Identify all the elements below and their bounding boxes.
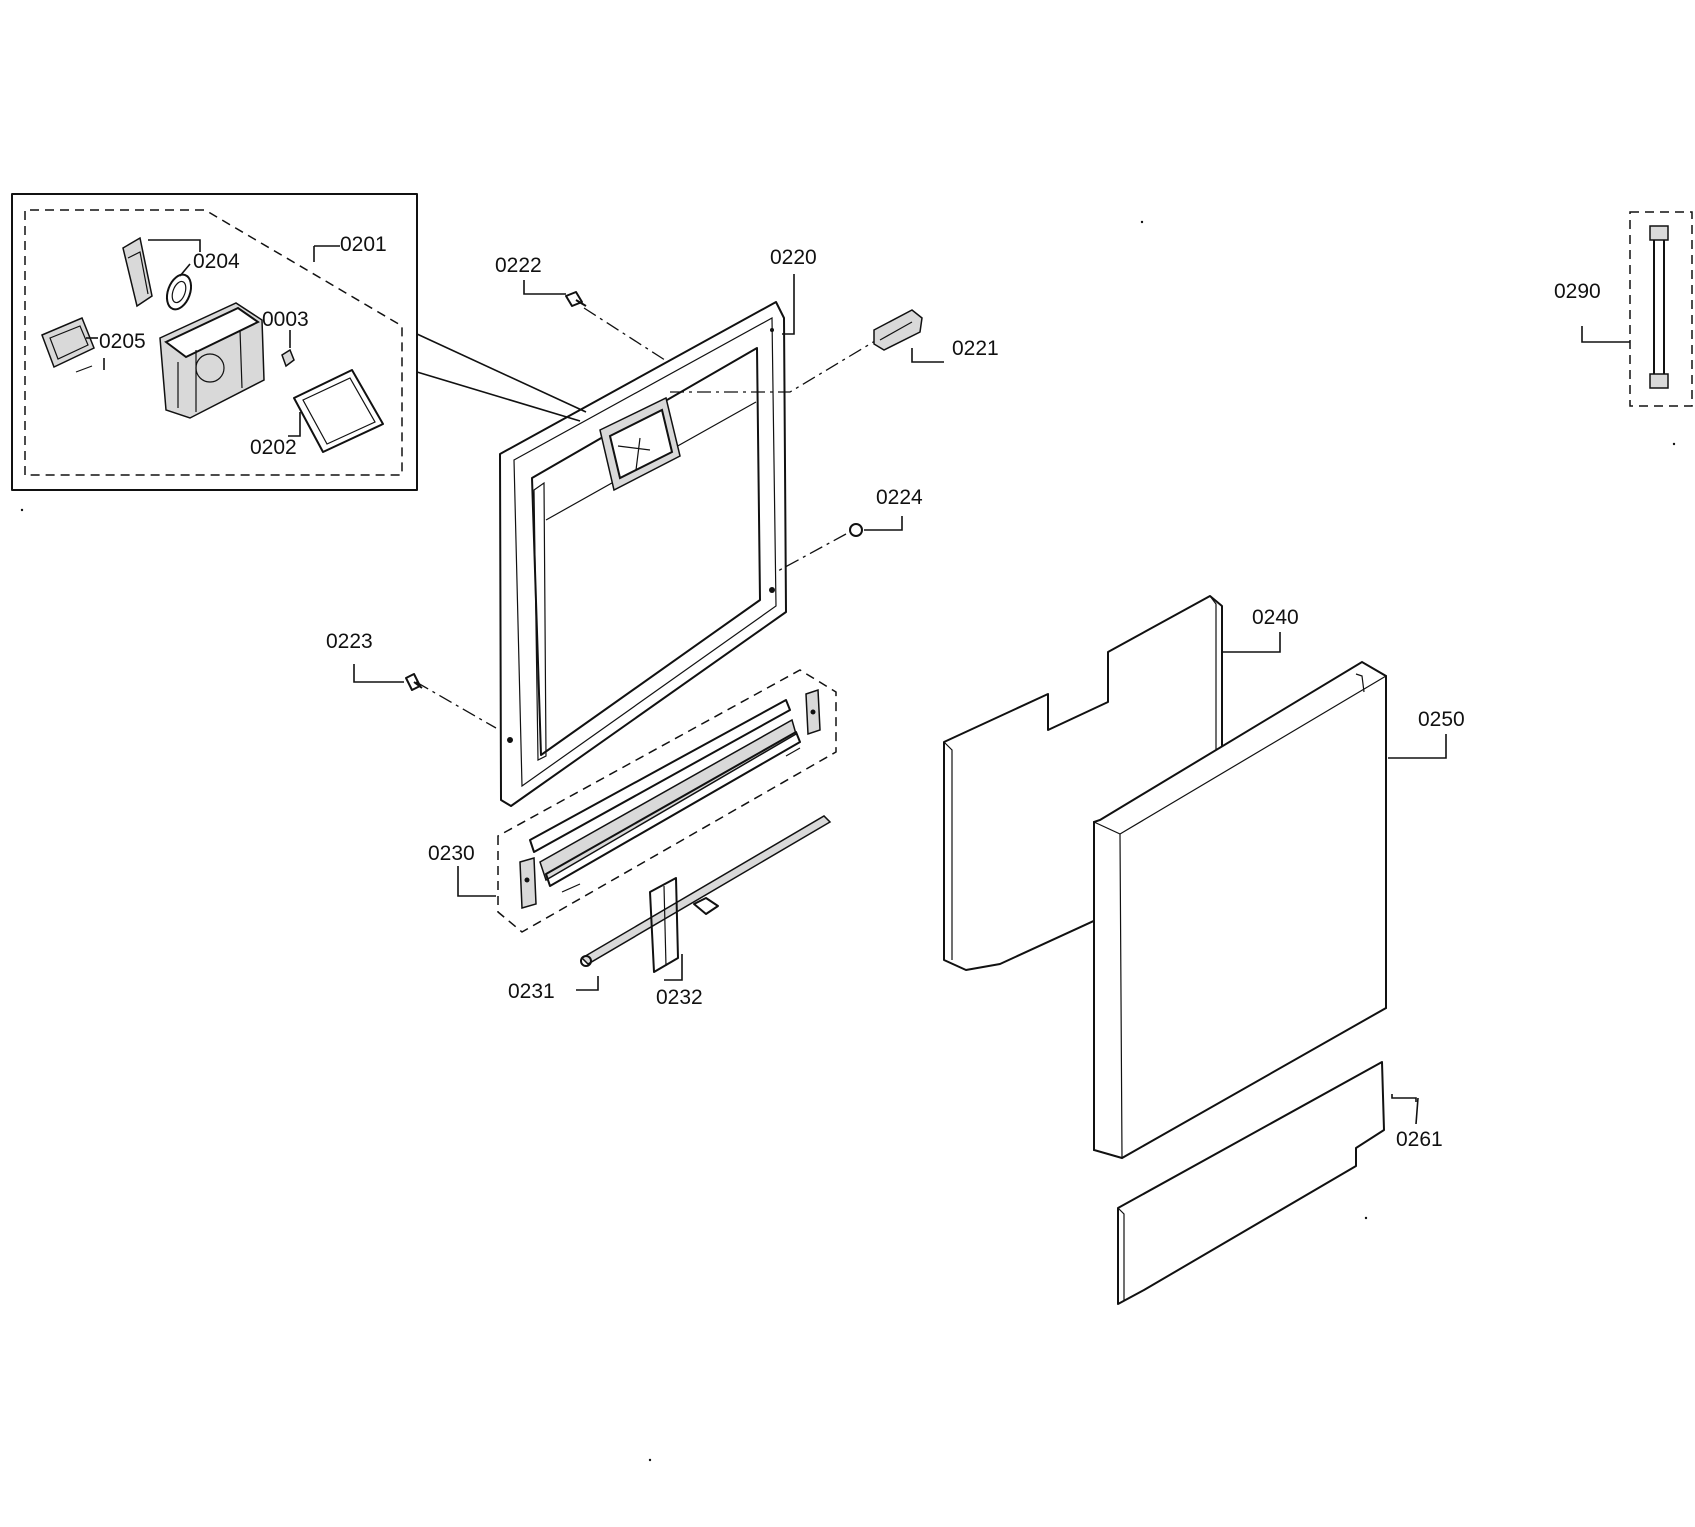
- part-0261-toe-strip: [1117, 1061, 1385, 1305]
- label-0202: 0202: [250, 436, 297, 459]
- part-0290-hose: [1629, 211, 1693, 407]
- inset-dashed-outline: [24, 209, 403, 476]
- label-0290: 0290: [1554, 280, 1601, 303]
- assembly-line-0222: [583, 307, 669, 363]
- label-0204: 0204: [193, 250, 240, 273]
- part-0231-rod: [580, 815, 832, 965]
- label-0261: 0261: [1396, 1128, 1443, 1151]
- part-0232-bracket: [649, 877, 679, 973]
- label-0230: 0230: [428, 842, 475, 865]
- part-0205-plate: [41, 317, 95, 369]
- part-0240-panel: [943, 595, 1223, 971]
- label-0222: 0222: [495, 254, 542, 277]
- label-0231: 0231: [508, 980, 555, 1003]
- part-0250-front-panel: [1093, 660, 1387, 1160]
- part-0230-bottom-assembly: [497, 669, 837, 933]
- label-0240: 0240: [1252, 606, 1299, 629]
- label-0003: 0003: [262, 308, 309, 331]
- label-0250: 0250: [1418, 708, 1465, 731]
- inset-projection-line-bottom: [416, 371, 581, 422]
- assembly-line-0224: [775, 533, 847, 573]
- label-0201: 0201: [340, 233, 387, 256]
- label-0221: 0221: [952, 337, 999, 360]
- label-0223: 0223: [326, 630, 373, 653]
- label-0232: 0232: [656, 986, 703, 1009]
- part-0220-inner-door: [499, 301, 787, 807]
- part-0204-latch: [122, 236, 153, 308]
- part-0224-screw: [849, 523, 863, 537]
- part-0222-screw: [565, 291, 587, 307]
- inset-projection-line-top: [416, 333, 587, 413]
- part-0204-ring: [165, 273, 193, 311]
- label-0220: 0220: [770, 246, 817, 269]
- dispenser-detail-inset: [11, 193, 418, 491]
- label-0224: 0224: [876, 486, 923, 509]
- label-0205: 0205: [99, 330, 146, 353]
- part-0202-gasket: [293, 369, 384, 453]
- part-0223-screw: [405, 673, 423, 691]
- assembly-line-0221: [670, 337, 881, 393]
- part-0003-screw: [281, 348, 295, 368]
- inset-frame: [11, 193, 418, 491]
- assembly-line-0223: [415, 681, 497, 729]
